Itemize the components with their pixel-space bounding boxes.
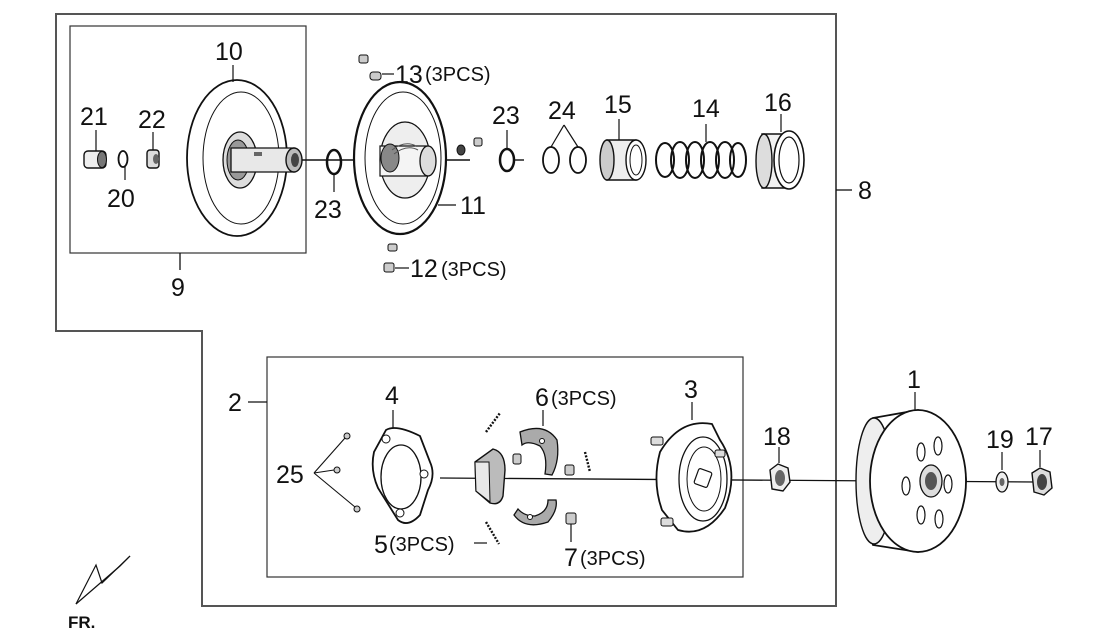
part-23-o-ring-left xyxy=(325,148,343,176)
part-1-clutch-outer xyxy=(855,409,967,553)
callout-8: 8 xyxy=(858,177,872,205)
assembly-2-outline xyxy=(266,356,744,578)
callout-25: 25 xyxy=(276,461,304,489)
part-21-bushing xyxy=(83,150,107,169)
callout-1: 1 xyxy=(907,366,921,394)
part-25-fasteners xyxy=(333,432,361,513)
callout-13-qty: (3PCS) xyxy=(425,64,491,86)
front-direction-arrow xyxy=(75,555,131,605)
part-6-damper xyxy=(512,453,575,476)
callout-22: 22 xyxy=(138,106,166,134)
callout-5-number: 5 xyxy=(374,531,388,559)
callout-6-number: 6 xyxy=(535,384,549,412)
callout-4: 4 xyxy=(385,382,399,410)
callout-23-left: 23 xyxy=(314,196,342,224)
callout-5-qty: (3PCS) xyxy=(389,534,455,556)
callout-2: 2 xyxy=(228,389,242,417)
callout-12-number: 12 xyxy=(410,255,438,283)
callout-10: 10 xyxy=(215,38,243,66)
callout-13-number: 13 xyxy=(395,61,423,89)
callout-14: 14 xyxy=(692,95,720,123)
part-19-washer xyxy=(995,471,1009,493)
part-16-spring-seat xyxy=(755,130,805,190)
callout-20: 20 xyxy=(107,185,135,213)
part-11-ramp-plate xyxy=(352,80,448,236)
callout-16: 16 xyxy=(764,89,792,117)
part-14-spring xyxy=(655,141,747,179)
callout-7-number: 7 xyxy=(564,544,578,572)
callout-21: 21 xyxy=(80,103,108,131)
callout-18: 18 xyxy=(763,423,791,451)
callout-11: 11 xyxy=(460,192,486,220)
front-direction-label: FR. xyxy=(68,613,95,632)
part-5-clutch-shoe xyxy=(474,427,559,526)
part-17-nut xyxy=(1031,467,1053,496)
callout-6-qty: (3PCS) xyxy=(551,388,617,410)
callout-24: 24 xyxy=(548,97,576,125)
part-24-o-rings xyxy=(542,146,587,174)
part-4-clutch-plate xyxy=(371,427,434,524)
callout-9: 9 xyxy=(171,274,185,302)
callout-15: 15 xyxy=(604,91,632,119)
callout-23-right: 23 xyxy=(492,102,520,130)
part-7-damper xyxy=(565,512,577,525)
callout-19: 19 xyxy=(986,426,1014,454)
part-10-movable-drive-face xyxy=(186,79,303,237)
part-18-nut xyxy=(769,463,791,492)
part-3-drive-plate xyxy=(650,422,733,533)
part-12-guide xyxy=(383,243,398,273)
part-11-small-bits xyxy=(456,137,483,156)
clutch-springs xyxy=(484,412,592,545)
callout-17: 17 xyxy=(1025,423,1053,451)
part-15-collar xyxy=(599,139,647,181)
callout-7-qty: (3PCS) xyxy=(580,548,646,570)
part-20-circlip xyxy=(117,150,129,168)
part-22-bearing xyxy=(146,149,160,169)
part-23-o-ring-right xyxy=(498,147,516,173)
assembly-9-outline xyxy=(69,25,307,254)
callout-12-qty: (3PCS) xyxy=(441,259,507,281)
part-13-slider xyxy=(358,54,382,81)
callout-3: 3 xyxy=(684,376,698,404)
assembly-8-outline xyxy=(55,13,837,607)
